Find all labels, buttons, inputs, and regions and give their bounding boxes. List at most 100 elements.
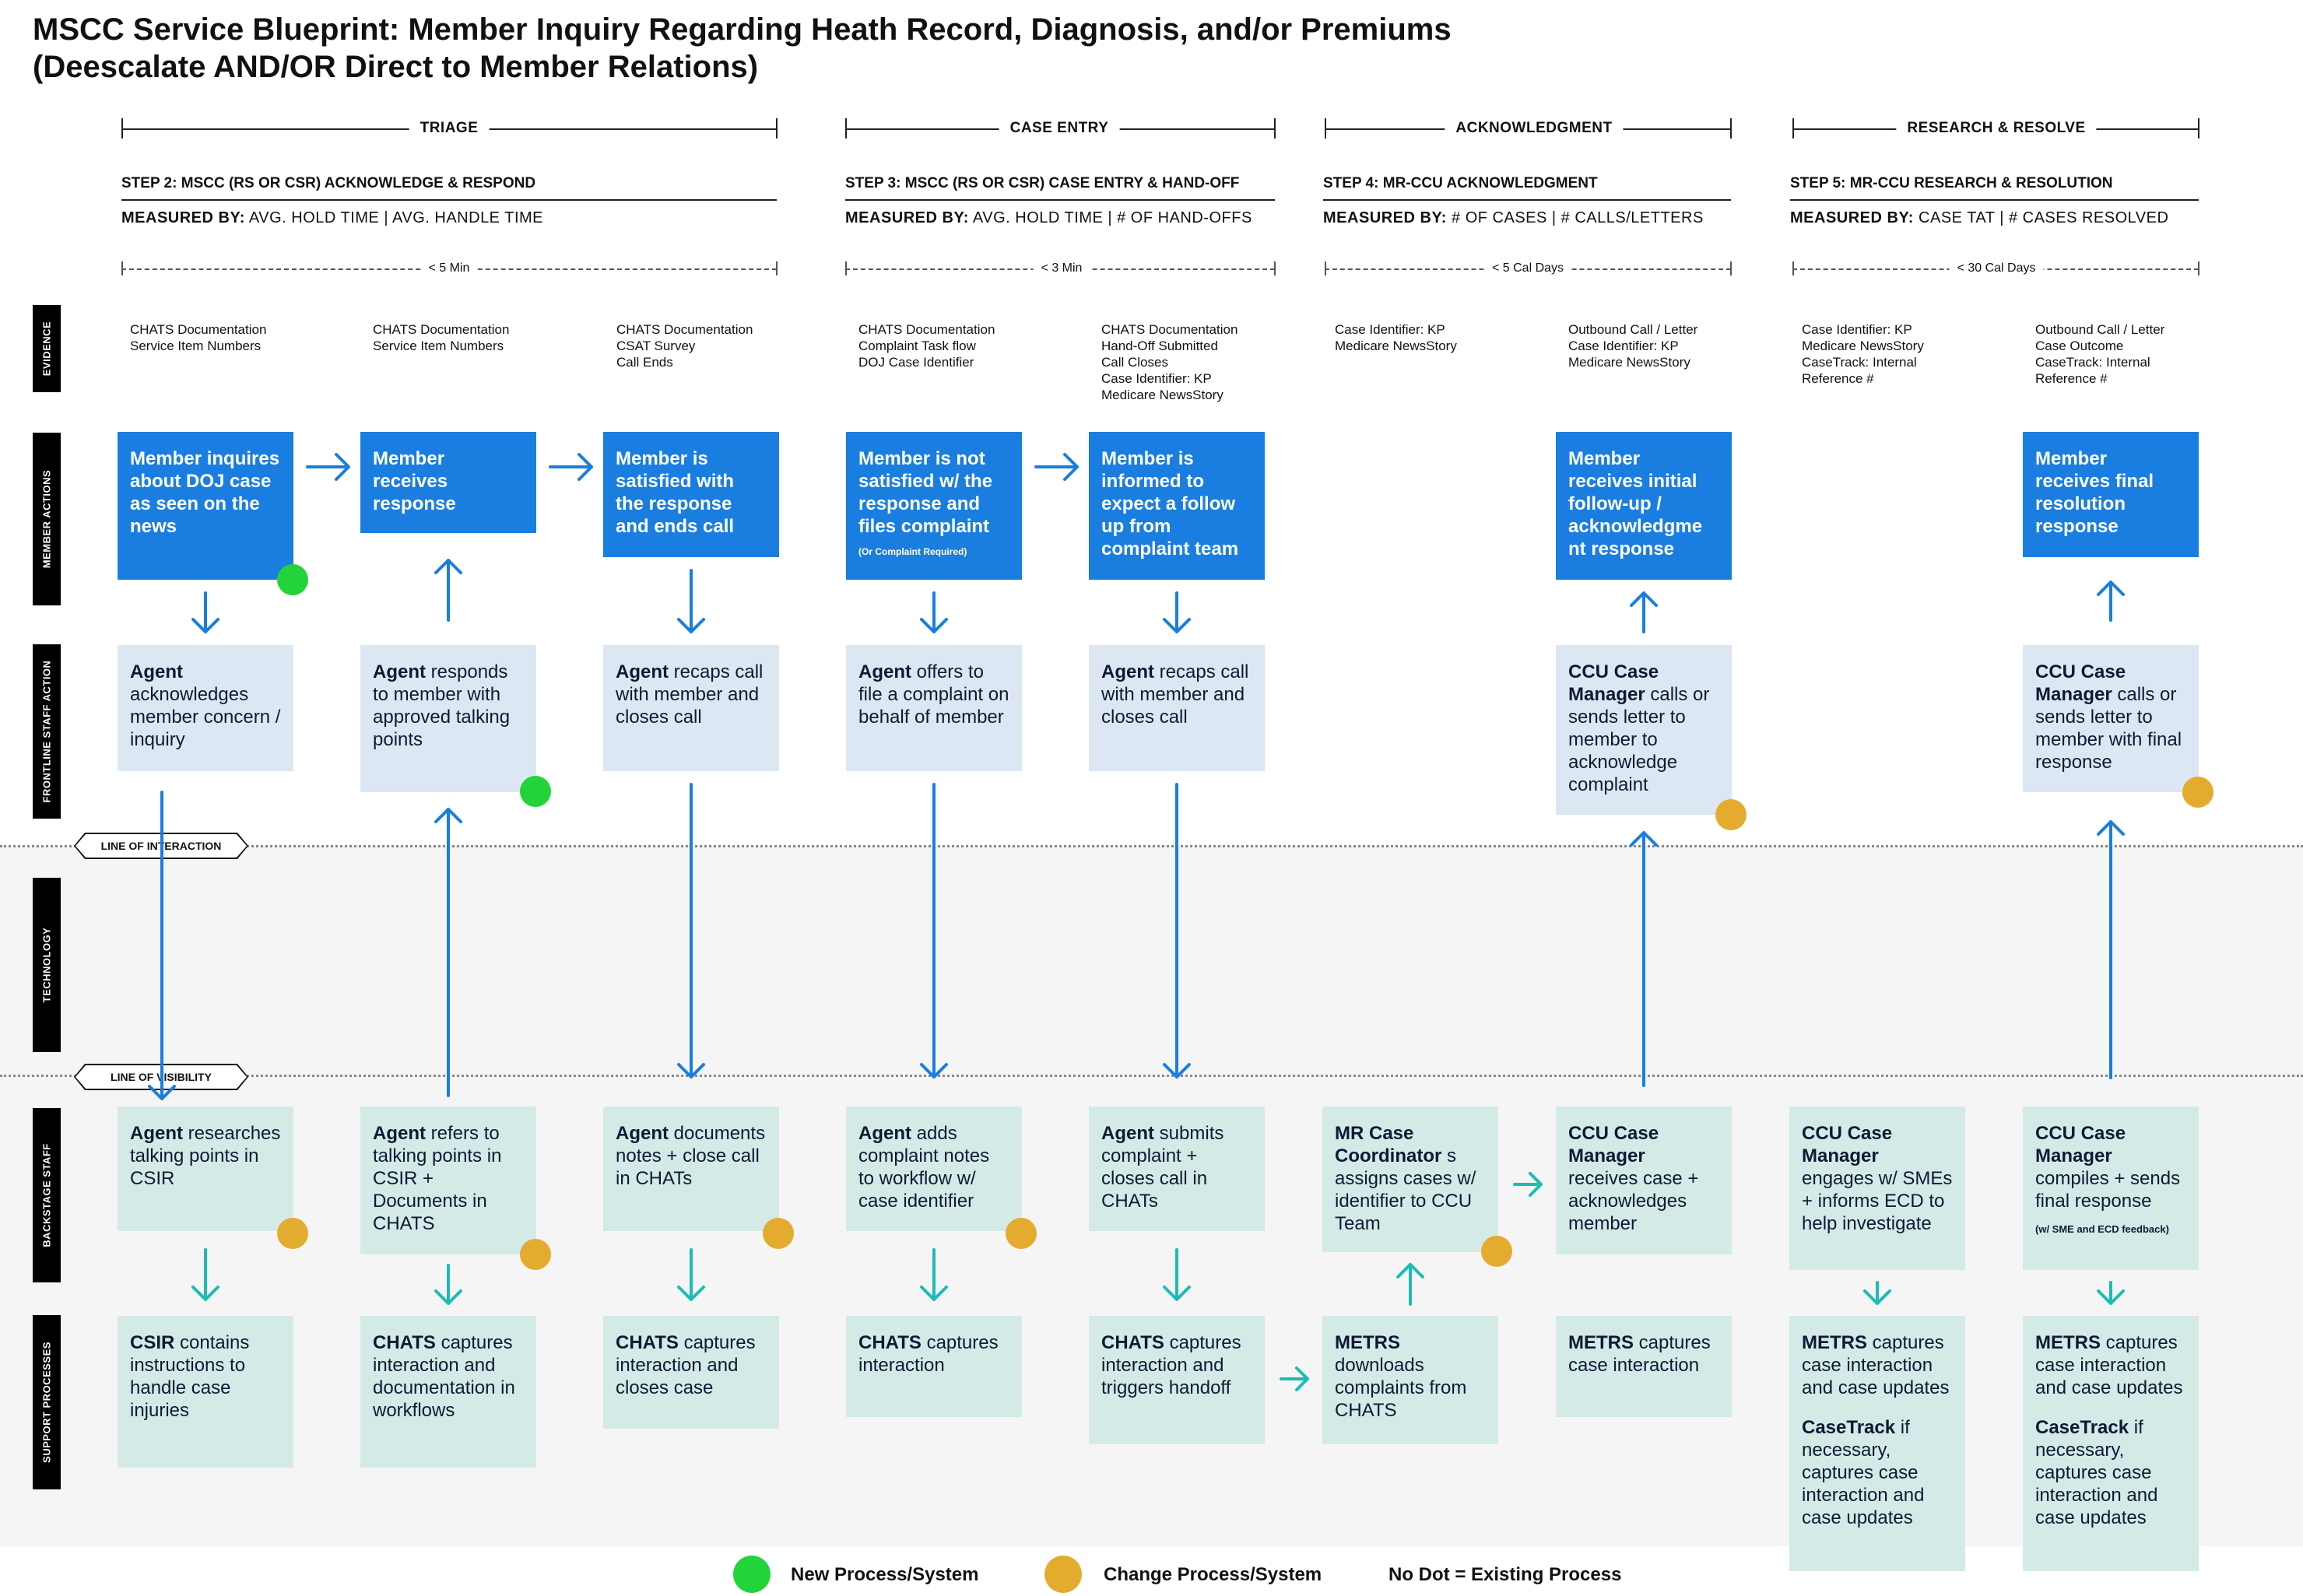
step-measures: # OF CASES | # CALLS/LETTERS	[1452, 209, 1704, 226]
arrow-down	[1163, 783, 1191, 1079]
backstage-card: MR Case Coordinator s assigns cases w/ i…	[1322, 1107, 1498, 1252]
step-number: STEP 2:	[121, 175, 177, 191]
measured-by-label: MEASURED BY:	[845, 209, 969, 226]
arrow-down	[2097, 1281, 2125, 1305]
backstage-card: Agent submits complaint + closes call in…	[1089, 1107, 1265, 1231]
step-title: MR-CCU ACKNOWLEDGMENT	[1382, 175, 1598, 191]
support-card: METRS captures case interaction and case…	[2023, 1316, 2199, 1571]
arrow-down	[148, 791, 176, 1100]
frontline-card: Agent recaps call with member and closes…	[1089, 645, 1265, 771]
evidence-text: CHATS Documentation Service Item Numbers	[373, 322, 510, 353]
evidence-text: Outbound Call / Letter Case Identifier: …	[1568, 322, 1698, 370]
backstage-note: (w/ SME and ECD feedback)	[2035, 1223, 2169, 1235]
phase-name-acknowledgment: ACKNOWLEDGMENT	[1445, 120, 1624, 137]
legend-change-label: Change Process/System	[1104, 1564, 1322, 1585]
arrow-down	[920, 1248, 948, 1301]
measured-by-label: MEASURED BY:	[121, 209, 245, 226]
backstage-card: Agent refers to talking points in CSIR +…	[360, 1107, 536, 1254]
arrow-up	[2097, 581, 2125, 622]
new-process-dot	[277, 564, 308, 595]
evidence-text: Case Identifier: KP Medicare NewsStory C…	[1802, 322, 1924, 386]
legend-existing-label: No Dot = Existing Process	[1388, 1564, 1622, 1585]
row-label-backstage-staff: BACKSTAGE STAFF	[33, 1108, 61, 1282]
step-time: < 5 Cal Days	[1483, 261, 1572, 275]
frontline-card: Agent recaps call with member and closes…	[603, 645, 779, 771]
step-time: < 3 Min	[1033, 261, 1090, 275]
support-card: CSIR contains instructions to handle cas…	[118, 1316, 293, 1468]
step-number: STEP 5:	[1790, 175, 1846, 191]
arrow-down	[920, 591, 948, 633]
title-line-1: MSCC Service Blueprint: Member Inquiry R…	[33, 12, 1452, 47]
row-label-support-processes: SUPPORT PROCESSES	[33, 1315, 61, 1489]
measured-by-label: MEASURED BY:	[1323, 209, 1447, 226]
row-label-evidence: EVIDENCE	[33, 305, 61, 392]
backstage-card: Agent adds complaint notes to workflow w…	[846, 1107, 1022, 1231]
arrow-down	[1163, 591, 1191, 633]
change-process-dot	[1715, 799, 1747, 830]
step-measures: CASE TAT | # CASES RESOLVED	[1919, 209, 2169, 226]
change-process-dot	[520, 1239, 551, 1270]
backstage-card: Agent documents notes + close call in CH…	[603, 1107, 779, 1231]
change-process-dot	[1006, 1218, 1037, 1249]
arrow-right	[1513, 1172, 1543, 1197]
arrow-down	[1163, 1248, 1191, 1301]
member-action-card: Member receives final resolution respons…	[2023, 432, 2199, 557]
support-card: METRS captures case interaction	[1556, 1316, 1732, 1417]
arrow-right	[1280, 1366, 1309, 1391]
arrow-down	[677, 783, 705, 1079]
legend-change-dot	[1044, 1556, 1082, 1593]
member-action-note: (Or Complaint Required)	[858, 546, 967, 557]
line-of-visibility-rule	[0, 1075, 2303, 1077]
evidence-text: Outbound Call / Letter Case Outcome Case…	[2035, 322, 2165, 386]
arrow-up	[434, 808, 462, 1097]
arrow-down	[1863, 1281, 1891, 1305]
step-measures: AVG. HOLD TIME | # OF HAND-OFFS	[972, 209, 1252, 226]
phase-name-triage: TRIAGE	[409, 120, 490, 137]
phase-name-research-resolve: RESEARCH & RESOLVE	[1896, 120, 2097, 137]
phase-name-case-entry: CASE ENTRY	[999, 120, 1120, 137]
frontline-card: CCU Case Manager calls or sends letter t…	[2023, 645, 2199, 792]
arrow-up	[434, 559, 462, 622]
row-label-member-actions: MEMBER ACTIONS	[33, 433, 61, 605]
legend-new-label: New Process/System	[791, 1564, 979, 1585]
arrow-up	[1630, 831, 1658, 1087]
step-time: < 5 Min	[420, 261, 478, 275]
evidence-text: CHATS Documentation Hand-Off Submitted C…	[1101, 322, 1238, 402]
backstage-card: CCU Case Manager receives case + acknowl…	[1556, 1107, 1732, 1254]
evidence-text: CHATS Documentation Service Item Numbers	[130, 322, 267, 353]
arrow-right	[306, 453, 350, 481]
step-time: < 30 Cal Days	[1949, 261, 2044, 275]
member-action-card: Member is satisfied with the response an…	[603, 432, 779, 557]
arrow-right	[549, 453, 593, 481]
support-card: CHATS captures interaction and documenta…	[360, 1316, 536, 1468]
evidence-text: CHATS Documentation CSAT Survey Call End…	[616, 322, 753, 370]
arrow-down	[677, 1248, 705, 1301]
arrow-down	[677, 569, 705, 633]
change-process-dot	[277, 1218, 308, 1249]
frontline-card: Agent responds to member with approved t…	[360, 645, 536, 792]
arrow-down	[920, 783, 948, 1079]
support-card: CHATS captures interaction	[846, 1316, 1022, 1417]
evidence-text: CHATS Documentation Complaint Task flow …	[858, 322, 995, 370]
member-action-card: Member is informed to expect a follow up…	[1089, 432, 1265, 580]
row-label-frontline-staff-action: FRONTLINE STAFF ACTION	[33, 644, 61, 819]
change-process-dot	[763, 1218, 794, 1249]
support-card: CHATS captures interaction and triggers …	[1089, 1316, 1265, 1444]
support-card: CHATS captures interaction and closes ca…	[603, 1316, 779, 1429]
step-title: MR-CCU RESEARCH & RESOLUTION	[1849, 175, 2113, 191]
member-action-card: Member receives response	[360, 432, 536, 533]
member-action-card: Member is not satisfied w/ the response …	[846, 432, 1022, 580]
arrow-up	[1396, 1263, 1424, 1306]
arrow-down	[191, 1248, 219, 1301]
arrow-down	[191, 591, 219, 633]
member-action-card: Member inquires about DOJ case as seen o…	[118, 432, 293, 580]
line-of-interaction-rule	[0, 845, 2303, 847]
measured-by-label: MEASURED BY:	[1790, 209, 1914, 226]
frontline-card: CCU Case Manager calls or sends letter t…	[1556, 645, 1732, 815]
backstage-card: Agent researches talking points in CSIR	[118, 1107, 293, 1231]
evidence-text: Case Identifier: KP Medicare NewsStory	[1335, 322, 1457, 353]
page-title: MSCC Service Blueprint: Member Inquiry R…	[33, 11, 1452, 86]
arrow-up	[2097, 820, 2125, 1079]
support-card: METRS captures case interaction and case…	[1789, 1316, 1965, 1571]
